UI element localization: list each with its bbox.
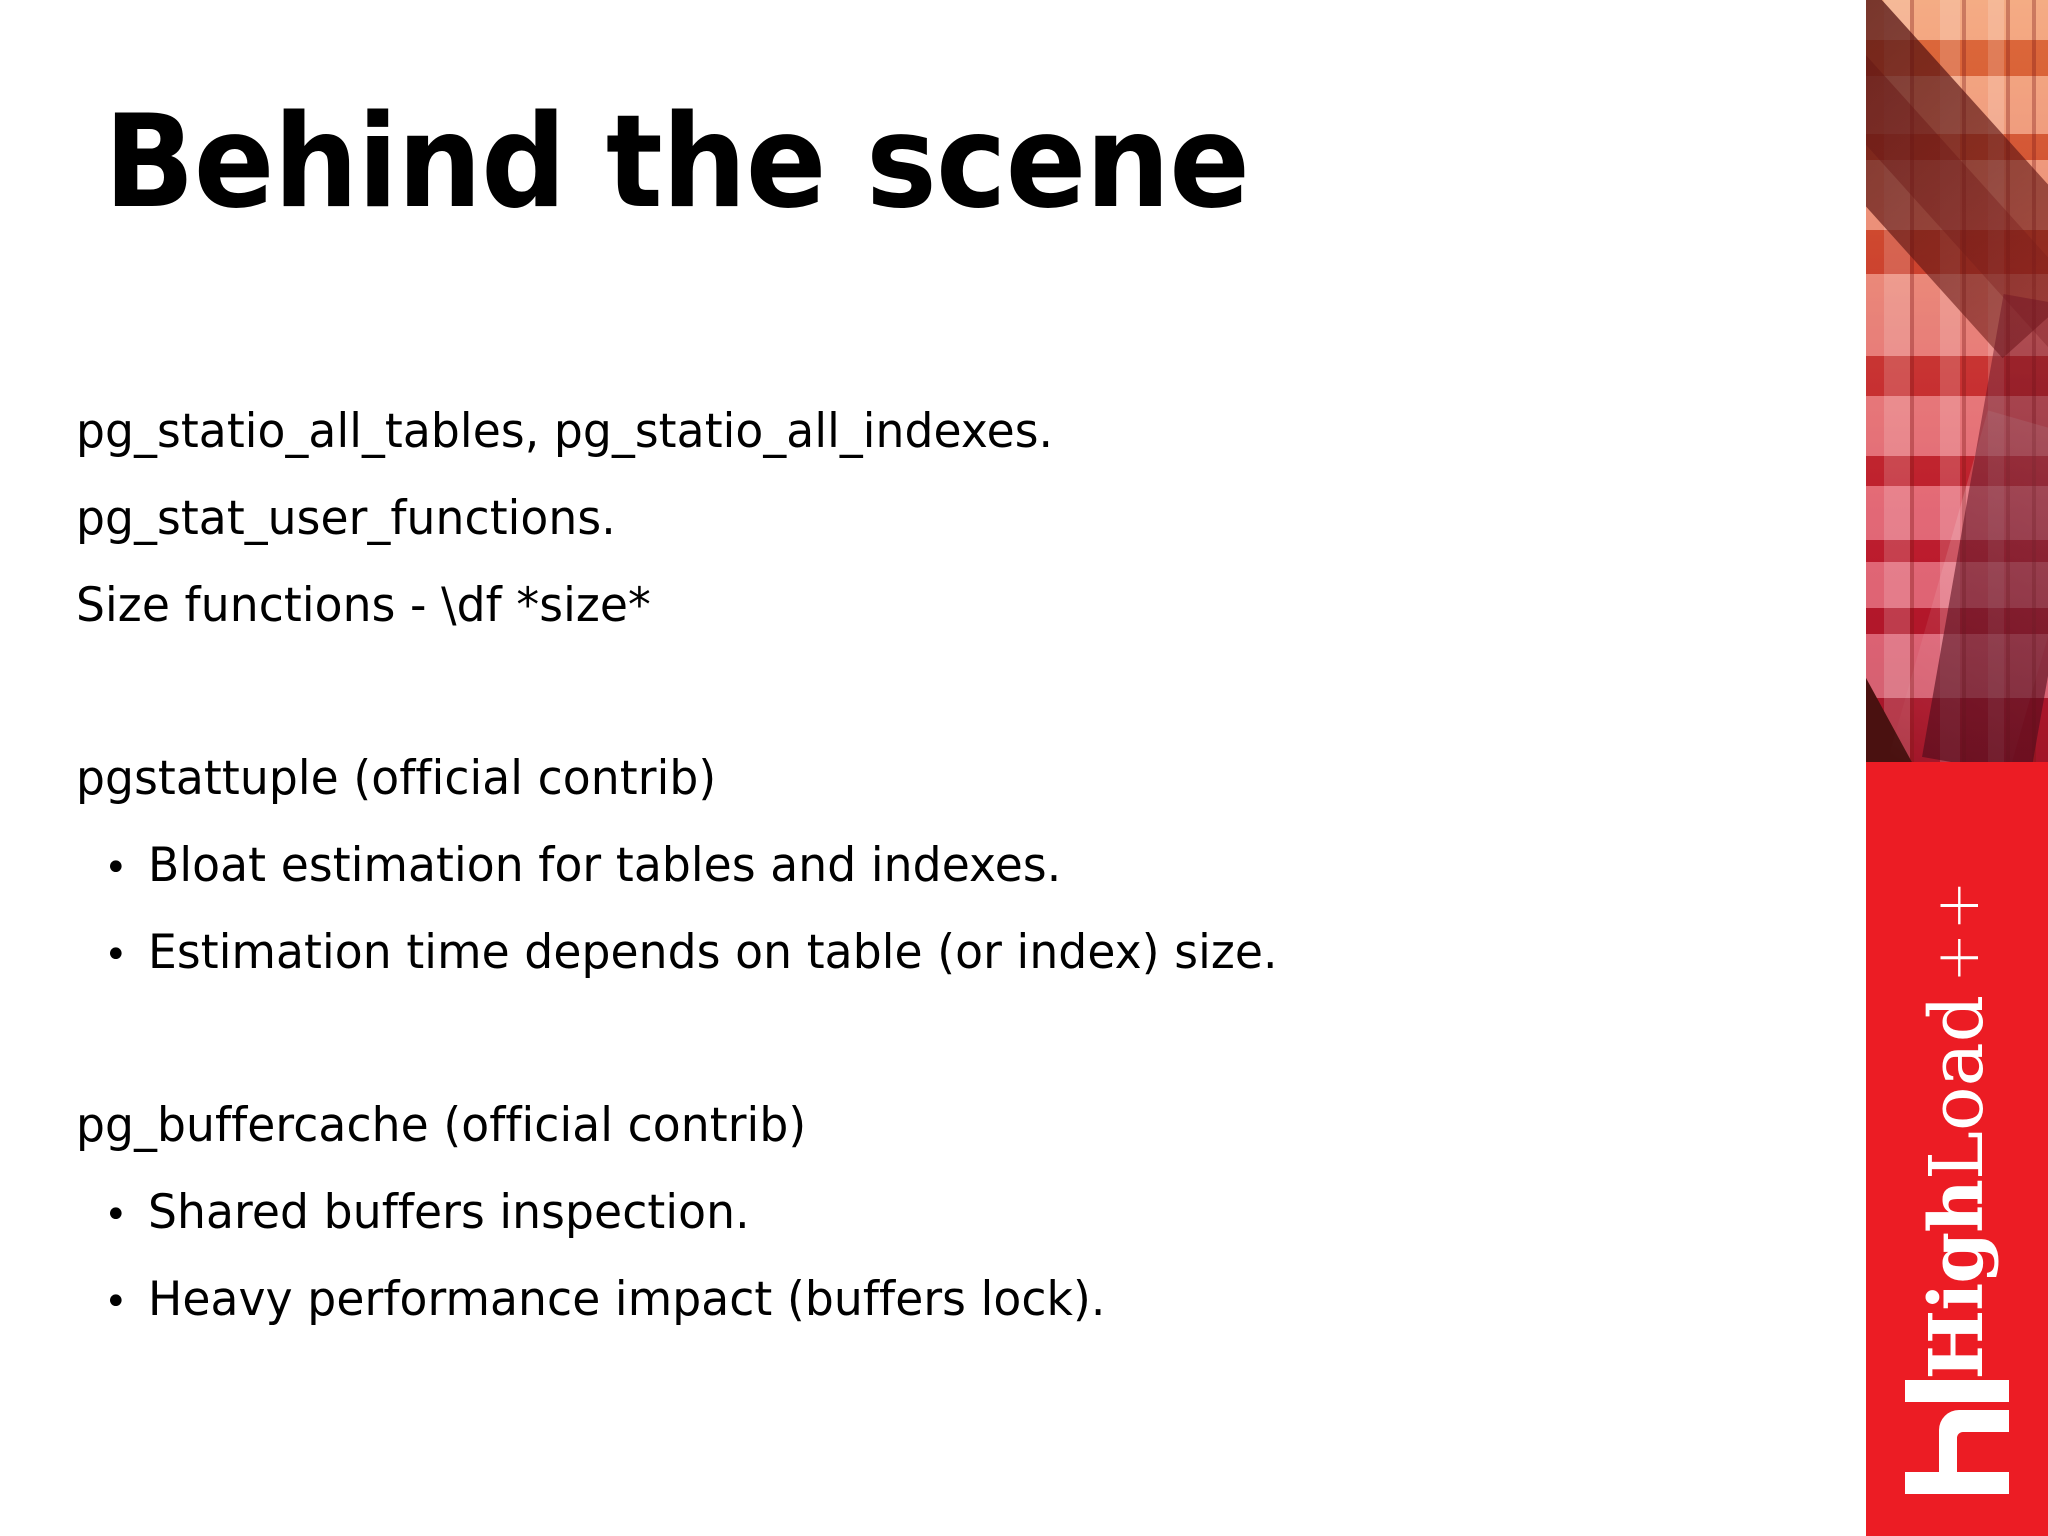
page-title: Behind the scene (104, 88, 1250, 237)
bullet-icon: • (104, 845, 128, 891)
section-spacer-2 (76, 1016, 1776, 1102)
list-item: • Heavy performance impact (buffers lock… (76, 1276, 1776, 1363)
intro-line-3: Size functions - \df *size* (76, 578, 651, 633)
logo-high-text: High (1914, 1180, 2000, 1380)
bullet-icon: • (104, 1279, 128, 1325)
intro-line-2: pg_stat_user_functions. (76, 491, 616, 546)
list-item-label: Bloat estimation for tables and indexes. (148, 838, 1062, 893)
bullet-icon: • (104, 1192, 128, 1238)
list-item: • Shared buffers inspection. (76, 1189, 1776, 1276)
logo-load-text: Load (1914, 994, 2000, 1181)
section-spacer-1 (76, 669, 1776, 755)
bullet-icon: • (104, 932, 128, 978)
slide-body: pg_statio_all_tables, pg_statio_all_inde… (76, 408, 1776, 1363)
list-item-label: Shared buffers inspection. (148, 1185, 750, 1240)
list-item-label: Estimation time depends on table (or ind… (148, 925, 1278, 980)
highload-logo: HighLoad ++ (1914, 878, 2000, 1379)
section-heading-pg-buffercache: pg_buffercache (official contrib) (76, 1098, 807, 1153)
brand-sidebar: HighLoad ++ (1866, 0, 2048, 1536)
brand-red-panel: HighLoad ++ (1866, 762, 2048, 1536)
intro-line-1: pg_statio_all_tables, pg_statio_all_inde… (76, 404, 1054, 459)
list-item-label: Heavy performance impact (buffers lock). (148, 1272, 1106, 1327)
hl-monogram-icon (1905, 1380, 2009, 1500)
section-heading-pgstattuple: pgstattuple (official contrib) (76, 751, 717, 806)
list-item: • Estimation time depends on table (or i… (76, 929, 1776, 1016)
logo-plusplus-text: ++ (1923, 878, 1993, 983)
abstract-architecture-image (1866, 0, 2048, 762)
list-item: • Bloat estimation for tables and indexe… (76, 842, 1776, 929)
